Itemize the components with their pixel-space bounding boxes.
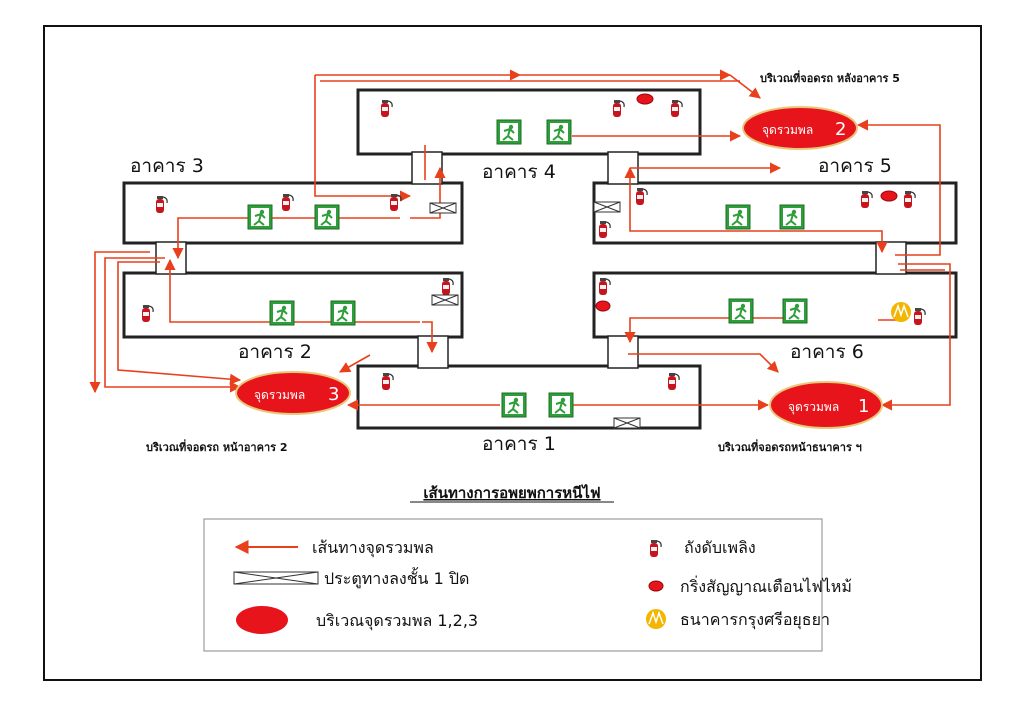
assembly-point-number: 3 [328, 384, 339, 405]
parking-label-behind-building-5: บริเวณที่จอดรถ หลังอาคาร 5 [760, 70, 900, 85]
exit-sign-icon [247, 204, 273, 230]
legend-alarm-label: กริ่งสัญญาณเตือนไฟไหม้ [680, 575, 852, 596]
stair-connector [607, 335, 639, 369]
assembly-point-2: จุดรวมพล 2 [742, 106, 858, 150]
alarm-icon [880, 190, 898, 202]
exit-sign-icon [728, 298, 754, 324]
legend-bank-icon [646, 609, 666, 629]
exit-sign-icon [496, 119, 522, 145]
bank-logo-icon [891, 302, 911, 322]
assembly-point-label: จุดรวมพล [254, 388, 305, 403]
closed-door-icon [593, 201, 621, 213]
building-5 [592, 181, 958, 245]
legend-assembly-label: บริเวณจุดรวมพล 1,2,3 [316, 611, 478, 631]
legend-box [203, 518, 823, 652]
exit-sign-icon [269, 300, 295, 326]
closed-door-icon [613, 417, 641, 429]
legend-alarm-icon [648, 580, 664, 592]
parking-label-front-building-2: บริเวณที่จอดรถ หน้าอาคาร 2 [146, 439, 288, 454]
exit-sign-icon [779, 204, 805, 230]
building-1 [356, 364, 702, 430]
legend-route-label: เส้นทางจุดรวมพล [312, 538, 434, 558]
building-3 [122, 181, 464, 245]
exit-sign-icon [782, 298, 808, 324]
building-2-label: อาคาร 2 [238, 341, 312, 363]
assembly-point-label: จุดรวมพล [788, 400, 839, 415]
parking-label-front-bank: บริเวณที่จอดรถหน้าธนาคาร ฯ [718, 439, 862, 454]
diagram-title: เส้นทางการอพยพการหนีไฟ [423, 483, 600, 502]
alarm-icon [595, 300, 611, 312]
stair-connector [417, 335, 449, 369]
exit-sign-icon [314, 204, 340, 230]
building-3-label: อาคาร 3 [130, 155, 204, 177]
evacuation-routes [89, 69, 951, 411]
alarm-icons [595, 93, 898, 312]
legend-extinguisher-label: ถังดับเพลิง [684, 538, 756, 557]
assembly-point-1: จุดรวมพล 1 [769, 381, 883, 429]
assembly-point-number: 2 [835, 119, 846, 140]
assembly-point-3: จุดรวมพล 3 [235, 371, 351, 415]
assembly-point-number: 1 [858, 396, 869, 417]
legend-closed-door-label: ประตูทางลงชั้น 1 ปิด [324, 567, 469, 589]
stair-connector [411, 151, 443, 185]
exit-sign-icon [546, 119, 572, 145]
legend-bank-label: ธนาคารกรุงศรีอยุธยา [680, 610, 830, 630]
legend-closed-door-icon [233, 571, 319, 585]
closed-door-icon [431, 294, 459, 306]
exit-sign-icon [725, 204, 751, 230]
building-4-label: อาคาร 4 [482, 161, 556, 183]
building-5-label: อาคาร 5 [818, 155, 892, 177]
exit-sign-icon [330, 300, 356, 326]
assembly-point-label: จุดรวมพล [762, 123, 813, 138]
building-6-label: อาคาร 6 [790, 341, 864, 363]
legend-assembly-icon [236, 606, 288, 634]
closed-door-icon [429, 202, 457, 214]
building-1-label: อาคาร 1 [482, 433, 556, 455]
exit-sign-icon [548, 392, 574, 418]
exit-sign-icon [501, 392, 527, 418]
alarm-icon [636, 93, 654, 105]
